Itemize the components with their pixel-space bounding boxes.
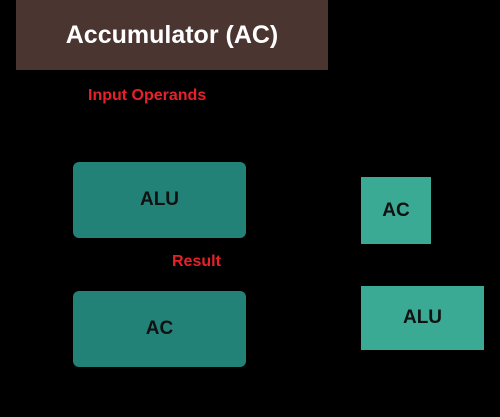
accumulator-title-box: Accumulator (AC): [16, 0, 328, 70]
alu-side-label: ALU: [402, 307, 443, 328]
result-label: Result: [172, 253, 221, 270]
input-operands-label: Input Operands: [88, 87, 207, 104]
ac-box-side: AC: [361, 177, 431, 244]
alu-box-side: ALU: [361, 286, 484, 350]
alu-main-label: ALU: [139, 189, 180, 210]
ac-side-label: AC: [382, 199, 410, 221]
alu-box-main: ALU: [73, 162, 246, 238]
accumulator-title: Accumulator (AC): [65, 20, 279, 49]
ac-box-main: AC: [73, 291, 246, 367]
ac-main-label: AC: [145, 318, 174, 339]
